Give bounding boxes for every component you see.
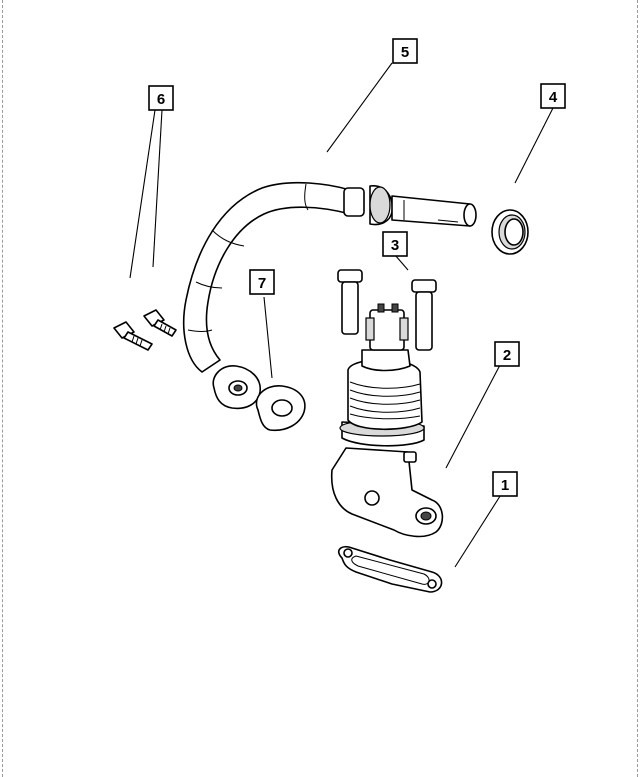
- tube-bolt-lower: [113, 321, 153, 351]
- callout-3-label: 3: [391, 237, 399, 254]
- left-dashed-border: [2, 0, 3, 777]
- tube-flange-gasket: [255, 385, 306, 432]
- leader-line-1: [454, 492, 503, 568]
- leader-line-5: [326, 62, 393, 153]
- leader-line-6b: [152, 109, 163, 268]
- valve-bolt-left: [337, 269, 363, 335]
- leader-line-7: [263, 296, 273, 379]
- callout-1: 1: [492, 471, 518, 497]
- leader-line-6a: [129, 109, 156, 279]
- callout-5: 5: [392, 38, 418, 64]
- leader-line-3: [394, 254, 409, 271]
- callout-4-label: 4: [549, 89, 558, 106]
- seal-ring: [491, 209, 529, 255]
- callout-1-label: 1: [501, 477, 509, 494]
- callout-7-label: 7: [258, 275, 266, 292]
- callout-6-label: 6: [157, 91, 165, 108]
- tube-bolt-upper: [143, 309, 177, 337]
- callout-2-label: 2: [503, 347, 511, 364]
- callout-4: 4: [540, 83, 566, 109]
- callout-6: 6: [148, 85, 174, 111]
- callout-2: 2: [494, 341, 520, 367]
- right-dashed-border: [637, 0, 638, 777]
- leader-line-2: [445, 364, 501, 469]
- egr-valve: [330, 303, 444, 538]
- callout-7: 7: [249, 269, 275, 295]
- callout-5-label: 5: [401, 44, 409, 61]
- egr-tube: [182, 181, 477, 410]
- valve-base-gasket: [337, 545, 443, 593]
- valve-bolt-right: [411, 279, 437, 351]
- leader-line-4: [514, 107, 554, 184]
- callout-3: 3: [382, 231, 408, 257]
